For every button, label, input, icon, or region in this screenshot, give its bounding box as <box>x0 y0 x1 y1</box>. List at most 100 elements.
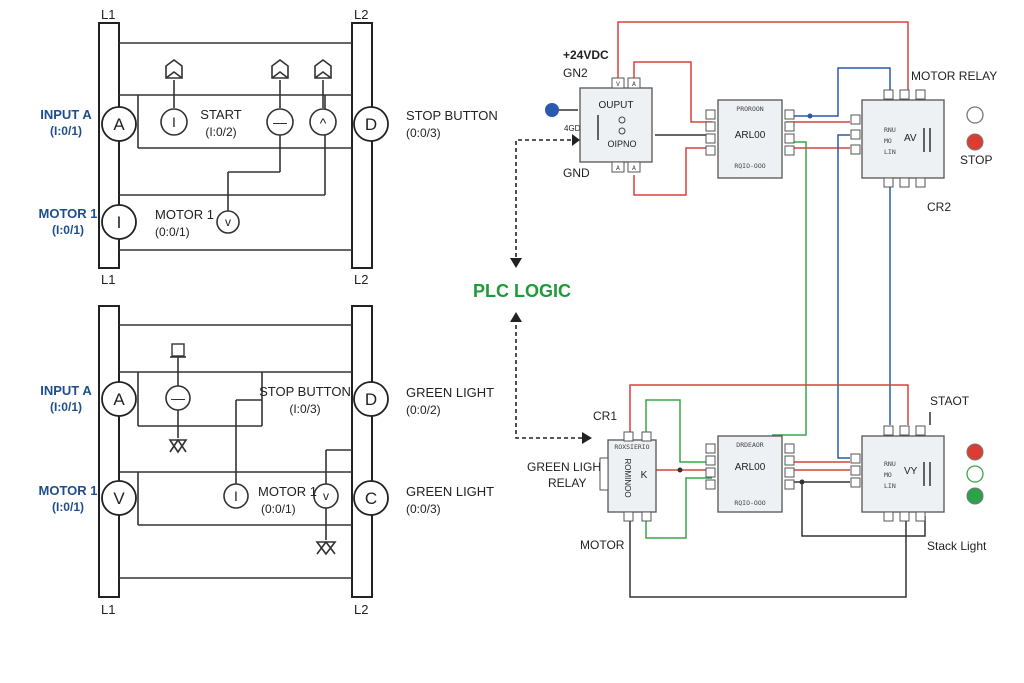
terminal <box>705 455 716 466</box>
contact-glyph: v <box>225 215 231 229</box>
io-letter: I <box>117 213 122 232</box>
terminal <box>899 425 910 436</box>
terminal <box>623 511 634 522</box>
relay-text: RNU <box>884 460 896 468</box>
relay-text: RNU <box>884 126 896 134</box>
terminal <box>784 467 795 478</box>
sensor-symbol-icon <box>165 59 183 79</box>
gnd-label: GND <box>563 166 590 180</box>
motor-relay-module <box>861 99 945 179</box>
relay-text: LIN <box>884 482 896 490</box>
arrowhead-icon <box>572 134 580 146</box>
output-box-code: OIPNO <box>607 139 636 149</box>
dashed-arrow <box>515 139 578 262</box>
contact-input-a <box>165 385 191 411</box>
wire-green <box>772 141 807 436</box>
relay-text: VY <box>904 466 918 477</box>
output-box-title: OUPUT <box>599 100 634 111</box>
motor1-name: MOTOR 1 <box>39 206 98 221</box>
terminal <box>850 129 861 140</box>
module-line: RQIO-OOO <box>734 162 765 170</box>
terminal <box>883 89 894 100</box>
junction-dot <box>799 479 805 485</box>
terminal-label: A <box>632 80 636 88</box>
stact-label: STAOT <box>930 394 970 408</box>
contact-glyph: — <box>273 114 287 130</box>
terminal <box>705 121 716 132</box>
output-module <box>579 87 653 163</box>
rail-l2-bottom <box>351 305 373 598</box>
rail-label: L1 <box>101 7 115 22</box>
ladder-bottom: L1 L2 — I v A V D C <box>39 305 494 617</box>
terminal <box>915 425 926 436</box>
terminal <box>784 133 795 144</box>
wire-black <box>629 516 907 598</box>
indicator-icon <box>618 116 626 124</box>
rail-l1-bottom <box>98 305 120 598</box>
stack-lamp-red <box>966 443 984 461</box>
io-green-light <box>353 381 389 417</box>
start-name: START <box>200 107 241 122</box>
module-line: ARL00 <box>735 462 766 473</box>
green-relay-label: RELAY <box>548 476 586 490</box>
green2-name: GREEN LIGHT <box>406 484 494 499</box>
rail-label: L2 <box>354 602 368 617</box>
wire-red <box>633 61 712 123</box>
terminal <box>705 443 716 454</box>
terminal <box>623 431 634 442</box>
rail-label: L2 <box>354 272 368 287</box>
ladder-top: L1 L2 L1 L2 I — ^ v A I D <box>39 7 498 287</box>
io-letter: D <box>365 115 377 134</box>
terminal <box>784 109 795 120</box>
relay-text: ROMINOO <box>623 458 632 497</box>
io-letter: A <box>113 115 125 134</box>
io-letter: D <box>365 390 377 409</box>
motor1-out-name: MOTOR 1 <box>155 207 214 222</box>
terminal <box>850 477 861 488</box>
contact-glyph: I <box>172 114 176 130</box>
input-a-name: INPUT A <box>40 383 92 398</box>
green-relay-label: GREEN LIGHT <box>527 460 609 474</box>
motor-label: MOTOR <box>580 538 625 552</box>
io-stop-button <box>353 106 389 142</box>
module-title: PROROON <box>736 105 763 113</box>
indicator-icon <box>618 127 626 135</box>
green1-addr: (0:0/2) <box>406 403 441 417</box>
terminal <box>850 114 861 125</box>
io-green-light <box>353 480 389 516</box>
input-a-addr: (I:0/1) <box>50 400 82 414</box>
indicator-lamp-off <box>966 106 984 124</box>
terminal <box>915 177 926 188</box>
stop-name: STOP BUTTON <box>406 108 498 123</box>
wire-black <box>801 482 926 537</box>
motor1-name: MOTOR 1 <box>39 483 98 498</box>
plc-module-top <box>717 99 783 179</box>
io-motor1 <box>101 204 137 240</box>
gn2-label: GN2 <box>563 66 588 80</box>
sensor-symbol-icon <box>314 59 332 79</box>
ground-tag: 4GD <box>564 124 581 133</box>
terminal <box>611 161 625 173</box>
motor1-mid-addr: (0:0/1) <box>261 502 296 516</box>
terminal <box>784 145 795 156</box>
plc-logic-label: PLC LOGIC <box>473 281 571 301</box>
contact-glyph: I <box>234 488 238 504</box>
stack-light-relay-module <box>861 435 945 513</box>
stack-lamp-green <box>966 487 984 505</box>
plc-module-bottom <box>717 435 783 513</box>
lamp-symbol-icon <box>168 438 188 454</box>
push-button-icon <box>171 343 185 357</box>
terminal <box>883 425 894 436</box>
relay-tab <box>599 457 609 491</box>
green2-addr: (0:0/3) <box>406 502 441 516</box>
sensor-symbol-icon <box>271 59 289 79</box>
terminal <box>883 511 894 522</box>
contact-glyph: v <box>323 489 329 503</box>
terminal <box>899 89 910 100</box>
terminal <box>883 177 894 188</box>
junction-dot <box>807 113 813 119</box>
module-line: RQIO-OOO <box>734 499 765 507</box>
terminal <box>705 145 716 156</box>
terminal <box>641 431 652 442</box>
terminal-label: A <box>616 164 620 172</box>
